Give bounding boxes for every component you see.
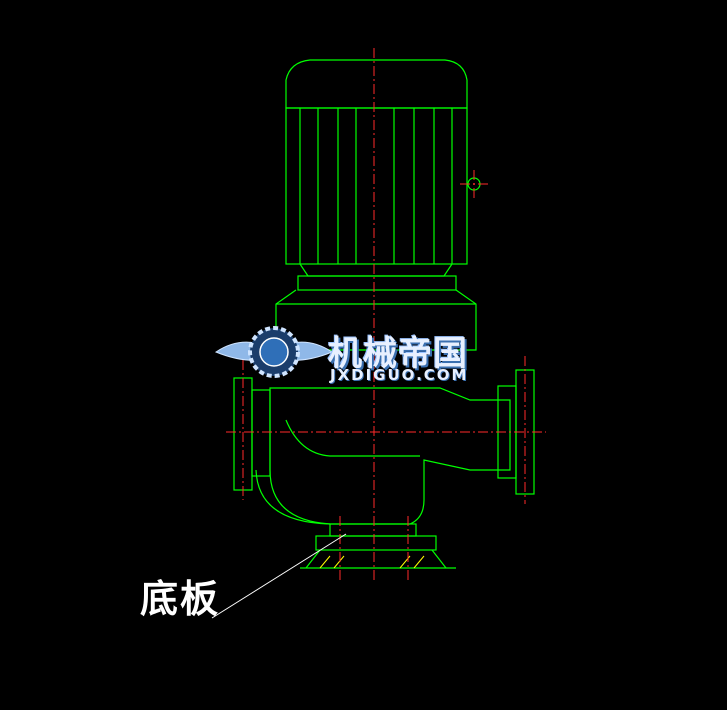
base-plate-callout-label: 底板 <box>140 577 221 621</box>
volute-inner <box>285 419 420 457</box>
motor-lower-bevel <box>299 263 453 277</box>
base-feet <box>305 549 447 569</box>
motor-flange <box>297 275 457 291</box>
motor-cap <box>285 59 468 109</box>
base-plate <box>315 535 437 551</box>
motor-cooling-fins <box>299 108 453 264</box>
callout-leader-line <box>211 533 347 619</box>
watermark-brand-en: JXDIGUO.COM <box>330 366 469 384</box>
gear-wings-logo-icon <box>214 326 334 378</box>
watermark-brand-cn: 机械帝国 <box>328 334 468 374</box>
motor-body <box>285 107 468 265</box>
motor-bracket <box>275 289 477 351</box>
inlet-neck <box>251 389 271 477</box>
pedestal <box>329 523 417 537</box>
volute-curve <box>255 469 331 525</box>
